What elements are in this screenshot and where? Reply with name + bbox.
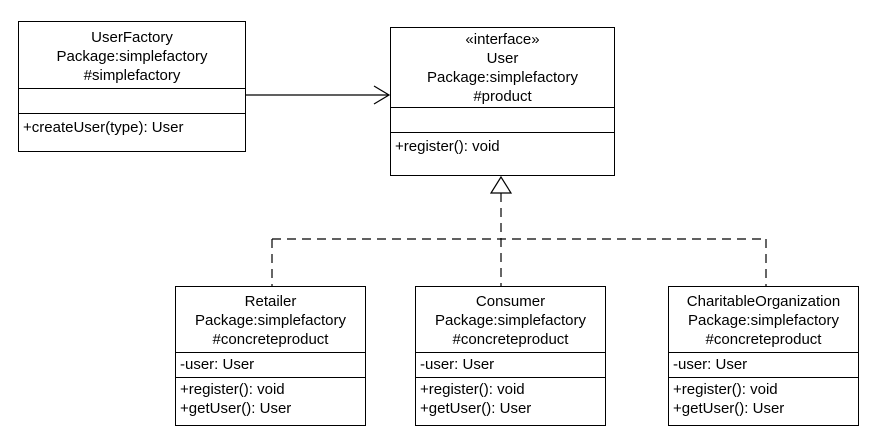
class-header: CharitableOrganization Package:simplefac… bbox=[669, 287, 858, 353]
class-package: Package:simplefactory bbox=[435, 312, 586, 329]
class-name: CharitableOrganization bbox=[686, 293, 841, 310]
class-tag: #concreteproduct bbox=[452, 331, 569, 348]
class-name: User bbox=[486, 50, 519, 67]
attribute: -user: User bbox=[420, 356, 495, 373]
class-name: UserFactory bbox=[91, 29, 173, 46]
class-operations: +register(): void +getUser(): User bbox=[416, 378, 605, 418]
operation: +createUser(type): User bbox=[23, 119, 184, 136]
class-tag: #concreteproduct bbox=[212, 331, 329, 348]
dependency-arrowhead-icon bbox=[373, 85, 391, 105]
operation: +register(): void bbox=[395, 138, 500, 155]
class-consumer[interactable]: Consumer Package:simplefactory #concrete… bbox=[415, 286, 606, 426]
class-header: «interface» User Package:simplefactory #… bbox=[391, 28, 614, 108]
operation: +getUser(): User bbox=[673, 400, 785, 417]
class-attributes: -user: User bbox=[176, 353, 365, 378]
class-operations: +createUser(type): User bbox=[19, 114, 245, 137]
operation: +getUser(): User bbox=[420, 400, 532, 417]
class-package: Package:simplefactory bbox=[688, 312, 839, 329]
class-operations: +register(): void +getUser(): User bbox=[669, 378, 858, 418]
operation: +getUser(): User bbox=[180, 400, 292, 417]
realization-triangle-icon bbox=[489, 175, 513, 194]
class-operations: +register(): void bbox=[391, 133, 614, 156]
class-operations: +register(): void +getUser(): User bbox=[176, 378, 365, 418]
class-retailer[interactable]: Retailer Package:simplefactory #concrete… bbox=[175, 286, 366, 426]
class-tag: #simplefactory bbox=[83, 67, 181, 84]
operation: +register(): void bbox=[420, 381, 525, 398]
attribute: -user: User bbox=[180, 356, 255, 373]
class-package: Package:simplefactory bbox=[195, 312, 346, 329]
class-header: Retailer Package:simplefactory #concrete… bbox=[176, 287, 365, 353]
class-userfactory[interactable]: UserFactory Package:simplefactory #simpl… bbox=[18, 21, 246, 152]
class-attributes bbox=[391, 108, 614, 133]
class-attributes bbox=[19, 89, 245, 114]
attribute: -user: User bbox=[673, 356, 748, 373]
class-attributes: -user: User bbox=[416, 353, 605, 378]
class-name: Consumer bbox=[475, 293, 546, 310]
class-header: Consumer Package:simplefactory #concrete… bbox=[416, 287, 605, 353]
class-package: Package:simplefactory bbox=[427, 69, 578, 86]
class-charitable-organization[interactable]: CharitableOrganization Package:simplefac… bbox=[668, 286, 859, 426]
class-header: UserFactory Package:simplefactory #simpl… bbox=[19, 22, 245, 89]
class-tag: #concreteproduct bbox=[705, 331, 822, 348]
class-attributes: -user: User bbox=[669, 353, 858, 378]
class-package: Package:simplefactory bbox=[56, 48, 208, 65]
class-tag: #product bbox=[473, 88, 532, 105]
interface-user[interactable]: «interface» User Package:simplefactory #… bbox=[390, 27, 615, 176]
operation: +register(): void bbox=[180, 381, 285, 398]
class-stereotype: «interface» bbox=[465, 31, 540, 48]
operation: +register(): void bbox=[673, 381, 778, 398]
class-name: Retailer bbox=[244, 293, 297, 310]
